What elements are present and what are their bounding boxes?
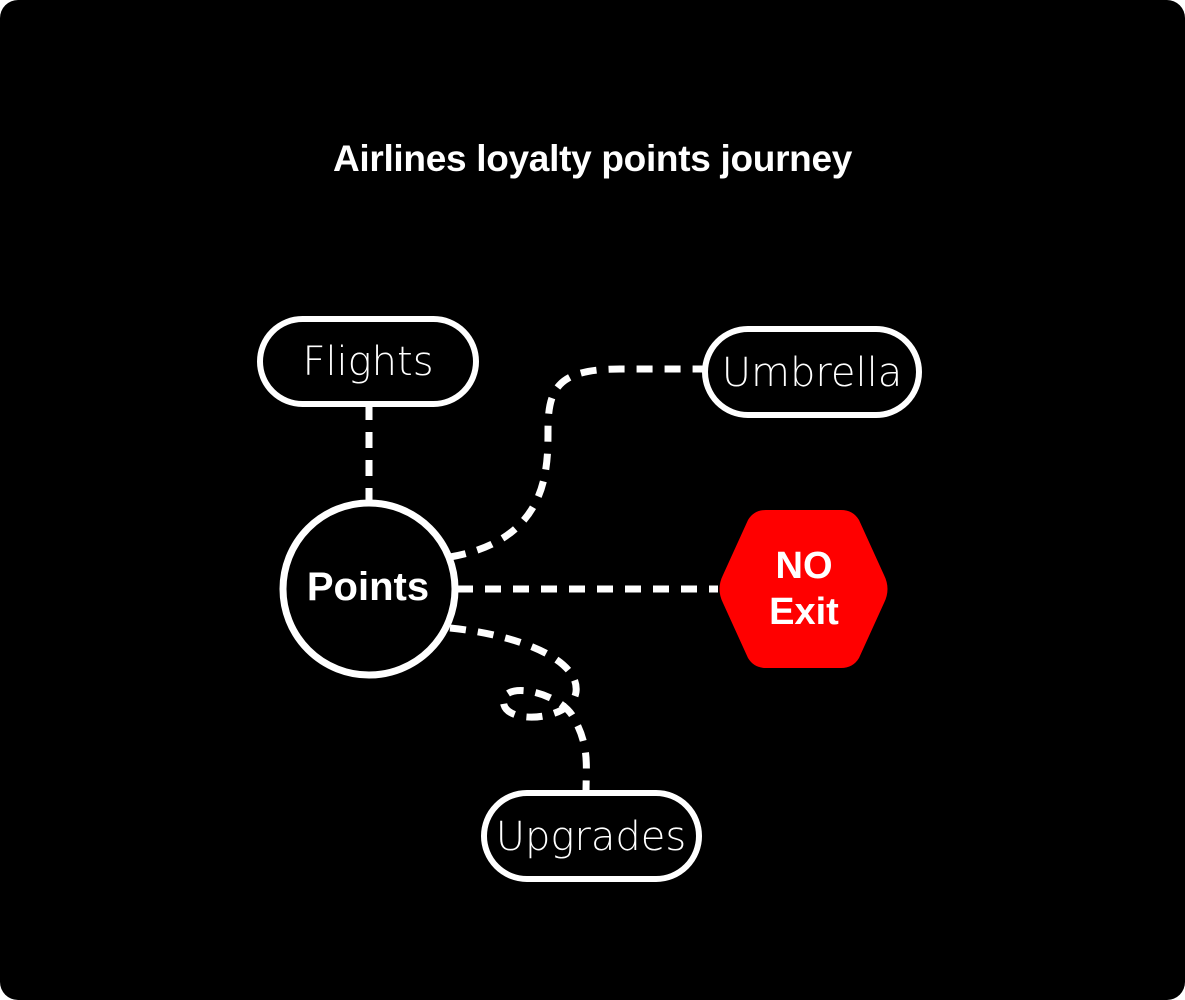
connector-points-umbrella <box>449 365 705 561</box>
node-points-label: Points <box>307 565 429 609</box>
node-upgrades[interactable]: Upgrades <box>481 790 702 882</box>
node-flights-shape <box>257 316 479 407</box>
node-umbrella-shape <box>702 326 922 418</box>
node-no-exit-line1: NO <box>776 545 833 587</box>
node-no-exit[interactable]: NO Exit <box>719 510 888 668</box>
diagram-title: Airlines loyalty points journey <box>332 138 853 179</box>
node-umbrella[interactable]: Umbrella <box>702 326 922 418</box>
node-upgrades-label: Upgrades <box>496 814 686 860</box>
node-flights-label: Flights <box>302 339 433 385</box>
node-umbrella-label: Umbrella <box>722 350 903 396</box>
connector-points-upgrades <box>449 624 590 794</box>
node-no-exit-shape <box>719 510 888 668</box>
node-points-shape <box>279 499 459 679</box>
node-flights[interactable]: Flights <box>257 316 479 407</box>
node-upgrades-shape <box>481 790 702 882</box>
node-points-hub[interactable]: Points <box>279 499 459 679</box>
node-no-exit-line2: Exit <box>769 591 839 633</box>
